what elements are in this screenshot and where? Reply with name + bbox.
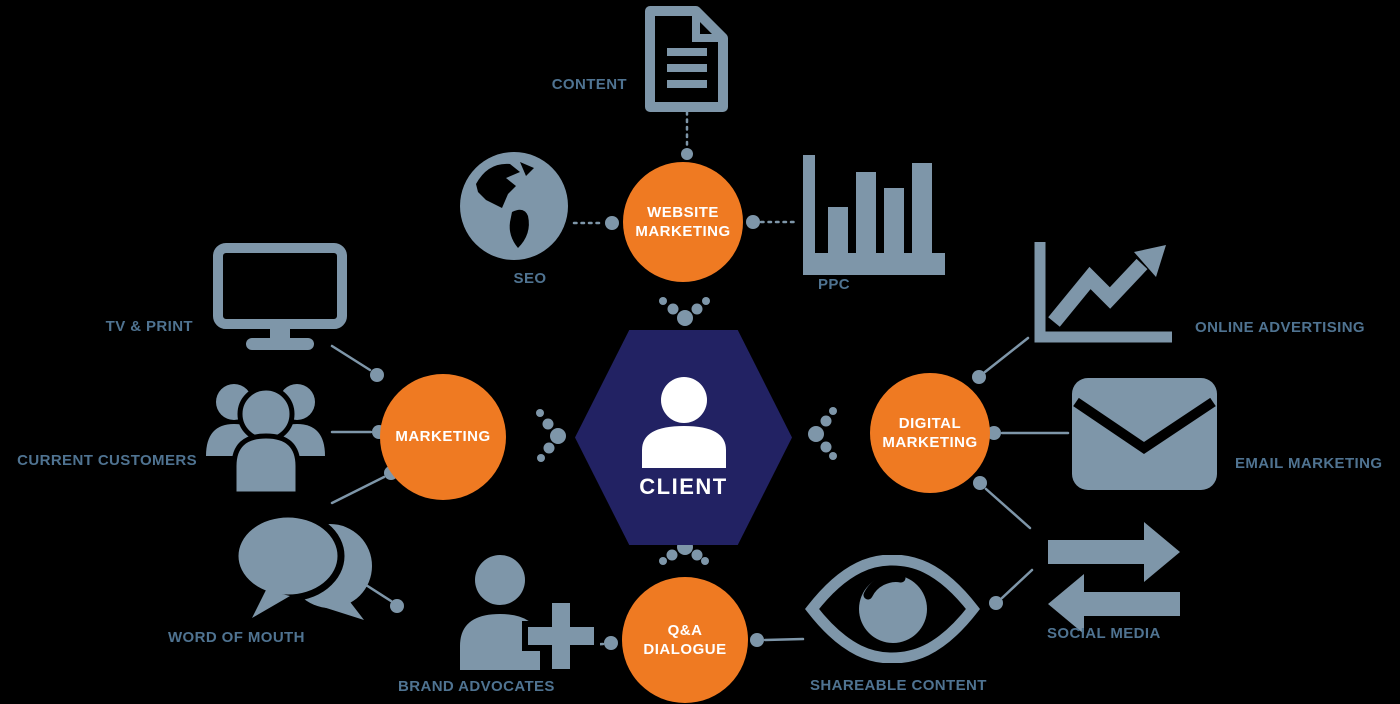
- node-website-marketing: WEBSITE MARKETING: [623, 162, 743, 282]
- node-label-line: DIGITAL: [898, 414, 962, 432]
- label-ppc: PPC: [818, 276, 851, 293]
- label-seo: SEO: [513, 270, 547, 287]
- label-current-customers: CURRENT CUSTOMERS: [17, 452, 197, 469]
- label-online-advertising: ONLINE ADVERTISING: [1195, 319, 1365, 336]
- node-label-line: WEBSITE: [647, 203, 719, 221]
- node-marketing: MARKETING: [380, 374, 506, 500]
- connector-shareable-content: [763, 637, 805, 642]
- label-word-of-mouth: WORD OF MOUTH: [168, 629, 305, 646]
- connector-eye-social: [1000, 568, 1034, 600]
- node-label-line: MARKETING: [882, 434, 978, 451]
- monitor-icon: [213, 243, 347, 350]
- label-tv-print: TV & PRINT: [105, 318, 193, 335]
- eye-icon: [805, 555, 980, 663]
- speech-bubbles-icon: [231, 510, 372, 620]
- label-shareable-content: SHAREABLE CONTENT: [810, 677, 987, 694]
- connector-social-media: [984, 487, 1032, 530]
- double-arrows-icon: [1048, 522, 1180, 634]
- node-label-line: MARKETING: [395, 428, 491, 446]
- envelope-icon: [1072, 378, 1217, 490]
- node-label-line: Q&A: [667, 621, 703, 639]
- chevron-right-icon: [808, 407, 837, 460]
- connector-word-of-mouth: [330, 475, 386, 505]
- client-label: CLIENT: [639, 473, 728, 499]
- add-user-icon: [460, 555, 600, 670]
- document-icon: [645, 6, 728, 112]
- label-brand-advocates: BRAND ADVOCATES: [398, 678, 555, 695]
- node-qa-dialogue: Q&A DIALOGUE: [622, 577, 748, 703]
- person-icon: [641, 376, 726, 468]
- chevron-left-icon: [536, 409, 566, 462]
- label-content: CONTENT: [551, 76, 627, 93]
- globe-icon: [460, 152, 568, 260]
- people-icon: [206, 384, 325, 494]
- node-digital-marketing: DIGITAL MARKETING: [870, 373, 990, 493]
- label-social-media: SOCIAL MEDIA: [1047, 625, 1161, 642]
- connector-online-advertising: [983, 336, 1030, 374]
- chevron-top-icon: [659, 297, 710, 326]
- bar-chart-icon: [803, 155, 945, 275]
- node-label-line: DIALOGUE: [643, 641, 727, 658]
- node-label-line: MARKETING: [635, 223, 731, 240]
- growth-chart-icon: [1034, 242, 1172, 343]
- label-email-marketing: EMAIL MARKETING: [1235, 455, 1383, 472]
- client-hexagon: CLIENT: [575, 330, 792, 545]
